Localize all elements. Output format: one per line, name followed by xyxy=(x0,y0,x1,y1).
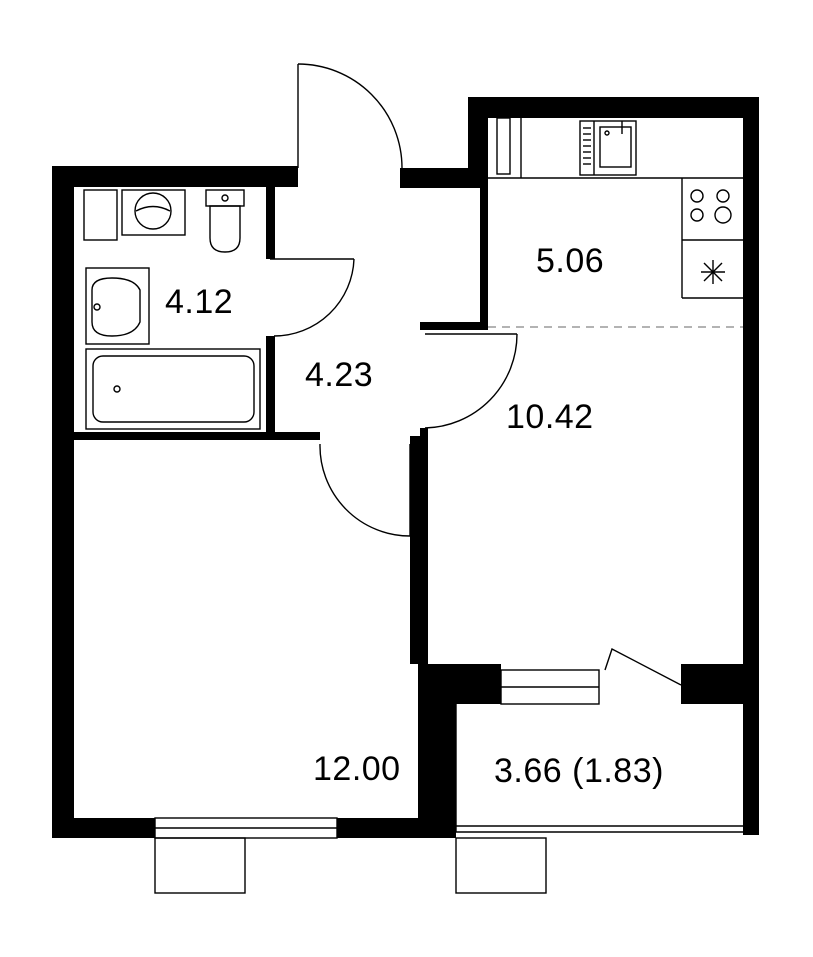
kitchen-door-swing xyxy=(424,333,518,429)
wall-kitchen-left xyxy=(480,187,488,330)
wall-kitchen-ledge xyxy=(420,322,488,330)
living-interior xyxy=(428,330,743,664)
sink-icon xyxy=(85,267,150,345)
wall-right-inner-top xyxy=(468,97,488,187)
wall-balcony-left xyxy=(428,664,501,704)
wall-left-outer xyxy=(52,166,74,838)
bathroom-fixtures xyxy=(83,189,261,430)
wall-entry-right xyxy=(400,168,488,188)
living-kitchen-area-label: 10.42 xyxy=(506,398,594,436)
bedroom-door-swing xyxy=(319,443,411,537)
kitchen-fixtures xyxy=(488,117,743,299)
bath-door-swing xyxy=(273,258,355,337)
bathtub-icon xyxy=(85,348,261,430)
wall-left-top xyxy=(52,166,298,187)
walls xyxy=(52,97,759,838)
doors xyxy=(270,63,682,686)
bedroom-interior xyxy=(74,440,410,818)
toilet-icon xyxy=(205,189,245,253)
bathroom-area-label: 4.12 xyxy=(165,283,233,321)
extractor-icon xyxy=(701,260,725,284)
kitchen-area-label: 5.06 xyxy=(536,242,604,280)
wall-center xyxy=(410,436,428,664)
wall-bath-right xyxy=(266,187,275,259)
kitchen-sink-icon xyxy=(579,120,637,176)
ac-unit-bedroom xyxy=(154,837,246,894)
wall-balcony-right xyxy=(681,664,759,704)
windows xyxy=(154,669,747,894)
balcony-area-label: 3.66 (1.83) xyxy=(494,752,664,790)
bedroom-area-label: 12.00 xyxy=(313,750,401,788)
ac-unit-balcony xyxy=(455,837,547,894)
bath-shelf xyxy=(83,189,118,241)
hallway-area-label: 4.23 xyxy=(305,356,373,394)
wall-right-outer xyxy=(743,97,759,835)
wall-bath-bottom xyxy=(74,432,320,440)
balcony-door-leaf xyxy=(604,647,682,686)
entry-door-swing xyxy=(297,63,403,169)
wall-bath-right-lower xyxy=(266,336,275,436)
kitchen-counter-icon xyxy=(488,117,743,299)
area-labels: 4.12 4.23 5.06 10.42 12.00 3.66 (1.83) xyxy=(165,242,664,790)
wall-right-top xyxy=(468,97,759,118)
washing-machine-icon xyxy=(121,189,186,236)
wall-hall-right xyxy=(420,428,428,436)
stove-icon xyxy=(690,189,732,224)
wall-bottom-left xyxy=(52,818,155,838)
